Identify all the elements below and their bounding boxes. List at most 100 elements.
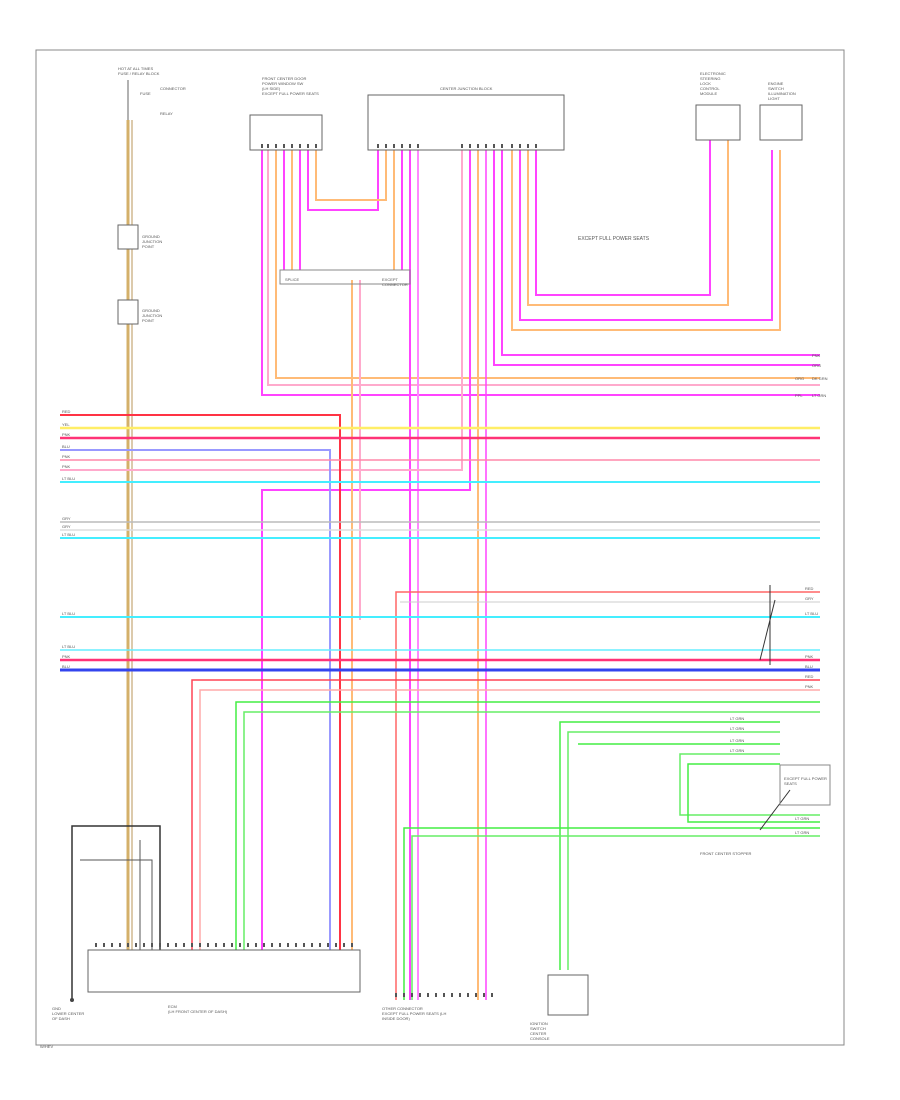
wire-label: LT GRN xyxy=(730,738,744,743)
wire-label: PNK xyxy=(62,454,71,459)
connector-pin xyxy=(411,993,413,997)
connector-pin xyxy=(175,943,177,947)
connector-pin xyxy=(467,993,469,997)
wire-red xyxy=(60,414,341,950)
wire-green xyxy=(235,701,820,950)
connector-pin xyxy=(469,144,471,148)
wire-label: GRY xyxy=(805,596,814,601)
connector-pin xyxy=(267,144,269,148)
steering-lock-module xyxy=(695,104,741,141)
wire-orange xyxy=(527,140,729,306)
connector-pin xyxy=(247,943,249,947)
connector-pin xyxy=(111,943,113,947)
connector-pin xyxy=(191,943,193,947)
front-center-switch xyxy=(249,114,323,151)
wire-magenta xyxy=(535,140,711,296)
wire-green xyxy=(243,711,820,950)
right-wire-labels: PNK ORG ORG PPL DK GRN LT GRN RED YEL PN… xyxy=(62,353,828,835)
wire-label: LT GRN xyxy=(795,816,809,821)
connector-pin xyxy=(231,943,233,947)
right-panel xyxy=(779,764,831,806)
connector-pin xyxy=(119,943,121,947)
wire-label: LT GRN xyxy=(730,726,744,731)
ecm xyxy=(87,949,361,993)
connector-pin xyxy=(385,144,387,148)
wire-label: LT BLU xyxy=(62,611,75,616)
connector-pin xyxy=(511,144,513,148)
footnote: W/HEV xyxy=(40,1044,53,1049)
wire-magenta xyxy=(519,150,773,321)
connector-pin xyxy=(287,943,289,947)
connector-pin xyxy=(501,144,503,148)
splice-box xyxy=(279,269,411,285)
connector-pin xyxy=(461,144,463,148)
connector-pin xyxy=(435,993,437,997)
connector-pin xyxy=(459,993,461,997)
center-junction-label: CENTER JUNCTION BLOCK xyxy=(440,86,493,91)
connector-pin xyxy=(451,993,453,997)
wire-label: BLU xyxy=(805,664,813,669)
connector-pin xyxy=(401,144,403,148)
connector-pin xyxy=(327,943,329,947)
diagram-frame xyxy=(35,49,845,1046)
ground-junction-a xyxy=(117,224,139,250)
ignition-switch xyxy=(547,974,589,1016)
wire-label: PNK xyxy=(62,432,71,437)
connector-pin xyxy=(519,144,521,148)
connector-pin xyxy=(483,993,485,997)
connector-pin xyxy=(159,943,161,947)
connector-pin xyxy=(475,993,477,997)
connector-pin xyxy=(307,144,309,148)
connector-pin xyxy=(215,943,217,947)
ground-junction-b xyxy=(117,299,139,325)
connector-pin xyxy=(395,993,397,997)
connector-pin xyxy=(207,943,209,947)
wire-label: PNK xyxy=(805,654,814,659)
connector-pin xyxy=(291,144,293,148)
center-junction-block xyxy=(367,94,565,151)
connector-pin xyxy=(303,943,305,947)
connector-pin xyxy=(275,144,277,148)
wire-green xyxy=(411,835,820,1000)
wire-label: BLU xyxy=(62,444,70,449)
connector-pin xyxy=(143,943,145,947)
connector-pin xyxy=(485,144,487,148)
wire-label: YEL xyxy=(62,422,70,427)
wire-label: LT BLU xyxy=(62,476,75,481)
connector-pin xyxy=(403,993,405,997)
wire-label: RED xyxy=(805,586,814,591)
wire-label: LT GRN xyxy=(730,716,744,721)
connector-pin xyxy=(239,943,241,947)
connector-pin xyxy=(443,993,445,997)
wire-label: PNK xyxy=(812,353,821,358)
center-note: EXCEPT FULL POWER SEATS xyxy=(578,236,650,242)
wire-lavender xyxy=(60,449,331,950)
connector-pin xyxy=(319,943,321,947)
wire-magenta xyxy=(307,150,379,211)
wire-green xyxy=(567,731,780,970)
relay-note-relay: RELAY xyxy=(160,111,173,116)
connector-pin xyxy=(311,943,313,947)
wire-label: LT GRN xyxy=(730,748,744,753)
connector-pin xyxy=(493,144,495,148)
wire-layer xyxy=(60,120,820,1000)
connector-pin xyxy=(527,144,529,148)
wire-label: LT BLU xyxy=(62,532,75,537)
wire-red xyxy=(191,679,820,950)
wire-label: PNK xyxy=(62,464,71,469)
connector-pin xyxy=(255,943,257,947)
wire-black xyxy=(71,825,161,1000)
connector-pin xyxy=(263,943,265,947)
relay-note-connector: CONNECTOR xyxy=(160,86,186,91)
connector-pin xyxy=(167,943,169,947)
right-panel-b-label: FRONT CENTER STOPPER xyxy=(700,851,752,856)
wire-label: BLU xyxy=(62,664,70,669)
connector-pin xyxy=(223,943,225,947)
